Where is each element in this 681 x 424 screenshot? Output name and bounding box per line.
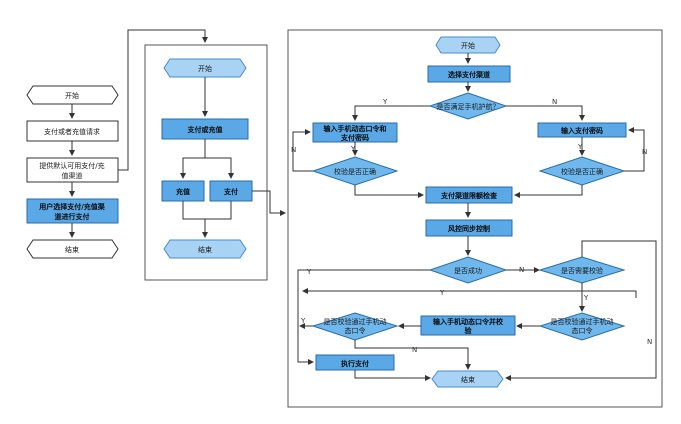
right-otp-verify-label-1: 是否校验通过手机动 xyxy=(551,317,614,326)
left-start-label: 开始 xyxy=(65,91,79,100)
label-n-success: N xyxy=(519,266,524,274)
middle-start-terminal xyxy=(163,58,247,78)
left-end-label: 结束 xyxy=(65,245,79,254)
right-need-verify-label: 是否需要校验 xyxy=(561,266,603,275)
label-y-right-verify: Y xyxy=(577,143,583,151)
right-success-label: 是否成功 xyxy=(454,266,482,275)
right-verify-pass-label-2: 态口令 xyxy=(345,326,366,335)
right-select-channel-label: 选择支付渠道 xyxy=(448,70,490,79)
right-execute-pay-label: 执行支付 xyxy=(341,359,369,368)
right-input-otp-label-2: 支付密码 xyxy=(340,133,369,142)
left-select-label-2: 道进行支付 xyxy=(55,212,90,221)
right-risk-sync-label: 风控同步控制 xyxy=(448,224,490,233)
label-y-left-verify: Y xyxy=(350,145,356,153)
label-y-need-verify: Y xyxy=(583,294,589,302)
middle-pay-label: 支付 xyxy=(223,187,238,196)
label-n-verify-pass: N xyxy=(412,346,417,354)
middle-end-label: 结束 xyxy=(198,245,212,254)
middle-end-terminal xyxy=(163,239,247,259)
left-provide-label-1: 提供默认可用支付/充 xyxy=(39,161,104,170)
label-y-phone: Y xyxy=(382,98,388,106)
right-verify-left-label: 校验是否正确 xyxy=(334,167,376,176)
left-end-terminal xyxy=(26,239,119,259)
left-select-box xyxy=(26,198,119,224)
label-n-right-loop: N xyxy=(642,148,647,156)
middle-start-label: 开始 xyxy=(198,64,212,73)
label-n-left-loop: N xyxy=(291,146,296,154)
label-n-phone: N xyxy=(552,98,557,106)
right-success-diamond xyxy=(428,256,508,284)
right-verify-right-label: 校验是否正确 xyxy=(561,167,603,176)
right-phone-protect-label: 是否满足手机护航？ xyxy=(437,102,500,111)
right-input-otp-verify-label-1: 输入手机动态口令并校 xyxy=(433,317,504,326)
label-y-success: Y xyxy=(306,268,312,276)
right-verify-pass-label-1: 是否校验通过手机动 xyxy=(324,317,387,326)
right-end-terminal xyxy=(431,370,504,388)
right-end-label: 结束 xyxy=(461,375,475,384)
middle-recharge-label: 充值 xyxy=(176,187,190,196)
left-start-terminal xyxy=(26,85,119,105)
left-request-label: 支付或者充值请求 xyxy=(44,127,100,136)
left-flow: 开始 支付或者充值请求 提供默认可用支付/充 值渠道 用户选择支付/充值渠 道进… xyxy=(26,29,208,259)
label-y-verify-pass: Y xyxy=(300,317,306,325)
right-phone-protect-diamond xyxy=(428,92,508,120)
left-select-label-1: 用户选择支付/充值渠 xyxy=(39,202,106,211)
right-flow: 开始 选择支付渠道 是否满足手机护航？ Y N 输入手机动态口令和 支付密码 输… xyxy=(287,29,663,408)
right-input-otp-label-1: 输入手机动态口令和 xyxy=(324,124,387,133)
right-limit-check-label: 支付渠道限额检查 xyxy=(440,191,498,200)
left-provide-label-2: 值渠道 xyxy=(62,171,83,180)
right-start-terminal xyxy=(435,36,501,54)
middle-flow: 开始 支付或充值 充值 支付 结束 xyxy=(144,44,286,281)
right-limit-check-box xyxy=(425,186,513,204)
label-y-feedback: Y xyxy=(439,289,445,297)
middle-pay-or-recharge-label: 支付或充值 xyxy=(187,125,223,134)
right-input-pwd-label: 输入支付密码 xyxy=(561,126,603,135)
right-otp-verify-label-2: 态口令 xyxy=(572,326,593,335)
right-select-channel-box xyxy=(427,65,511,83)
right-input-otp-verify-label-2: 验 xyxy=(465,326,473,335)
right-frame xyxy=(287,29,663,408)
right-risk-sync-box xyxy=(425,219,513,237)
right-otp-verify-diamond xyxy=(538,312,626,341)
right-start-label: 开始 xyxy=(461,41,475,50)
middle-frame xyxy=(144,44,268,281)
label-n-need-verify: N xyxy=(647,338,652,346)
